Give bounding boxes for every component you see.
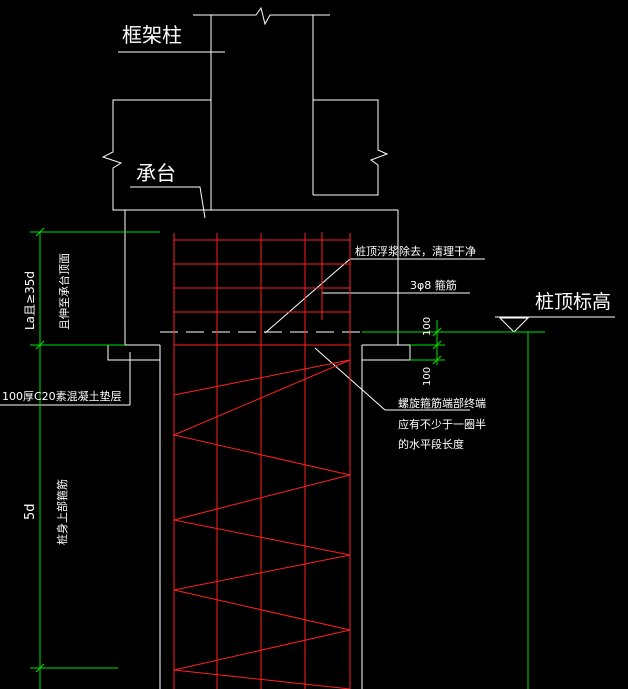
dim-tick bbox=[35, 227, 45, 237]
dim-tick bbox=[35, 340, 45, 350]
pile-head-leader bbox=[264, 258, 351, 334]
spiral-note-1: 螺旋箍筋端部终端 bbox=[398, 396, 486, 410]
spiral-note-3: 的水平段长度 bbox=[398, 437, 464, 451]
cap-right-edge bbox=[313, 99, 389, 196]
pile-head-note: 桩顶浮浆除去，清理干净 bbox=[355, 244, 476, 258]
stirrup-label: 3φ8 箍筋 bbox=[410, 278, 457, 292]
dim-tick bbox=[432, 355, 442, 365]
anchorage-label-1: La且≥35d bbox=[23, 271, 37, 330]
spiral-stirrup bbox=[172, 359, 351, 689]
dim-tick bbox=[432, 340, 442, 350]
cushion-label: 100厚C20素混凝土垫层 bbox=[2, 389, 122, 403]
dim-5d-label: 5d bbox=[23, 503, 38, 520]
pile-top-elevation-label: 桩顶标高 bbox=[535, 291, 611, 313]
column-break-line bbox=[193, 6, 330, 26]
dim-100-a: 100 bbox=[422, 317, 433, 336]
pile-cap-leader bbox=[130, 186, 206, 219]
spiral-note-2: 应有不少于一圈半 bbox=[398, 417, 486, 431]
anchorage-label-2: 且伸至承台顶面 bbox=[57, 253, 71, 330]
pile-stirrup-note: 桩身上部箍筋 bbox=[55, 479, 69, 545]
cushion-right bbox=[362, 344, 411, 361]
dimension-lines bbox=[30, 227, 545, 689]
pile-cap-label: 承台 bbox=[136, 161, 176, 185]
rebar-cage bbox=[172, 232, 351, 689]
elevation-triangle-icon bbox=[498, 317, 530, 333]
dim-tick bbox=[35, 663, 45, 673]
dim-100-b: 100 bbox=[422, 367, 433, 386]
cap-left-edge bbox=[101, 99, 211, 211]
frame-column-label: 框架柱 bbox=[122, 23, 182, 47]
